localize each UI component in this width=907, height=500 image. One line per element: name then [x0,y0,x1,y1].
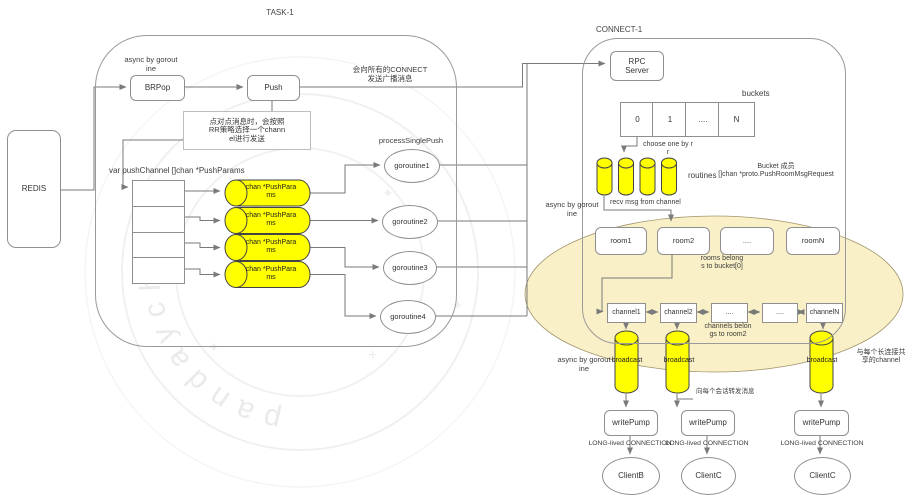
broadcast-label: broadcast [663,357,695,364]
room-box: room2 [657,227,710,255]
bucket-cell: .... [685,102,721,137]
connect-title: CONNECT-1 [596,25,643,34]
channel-label: .... [776,308,784,316]
forward-note: 向每个会话转发消息 [696,388,755,395]
task-container [95,35,457,347]
rooms-belong-note: rooms belong s to bucket[0] [700,255,744,271]
array-divider [133,257,184,258]
broadcast-label: broadcast [806,357,838,364]
svg-text:+: + [368,347,377,364]
routines-label: routines [688,171,717,180]
bucket-cell-label: 0 [635,114,640,124]
client-label: ClientC [695,471,722,481]
goroutine-label: goroutine4 [390,311,426,321]
bucket-cell-label: 1 [667,114,673,124]
channel-label: channel1 [612,308,641,316]
goroutine-ellipse: goroutine2 [382,205,438,239]
room-label: room2 [672,235,695,245]
connect-async-note-bottom: async by gorout ine [557,355,611,373]
brpop-label: BRPop [144,83,171,93]
room-label: .... [742,235,752,245]
writepump-box: writePump [604,410,658,436]
connect-container [582,38,846,344]
broadcast-to-all-note: 会向所有的CONNECT 发送广播消息 [352,65,428,83]
long-lived-label: LONG-lived CONNECTION [665,440,749,447]
channel-box: channel1 [607,303,646,323]
bucket-cell: N [718,102,755,137]
bucket-cell-label: N [733,114,740,124]
goroutine-label: goroutine3 [392,262,428,272]
goroutine-ellipse: goroutine4 [380,300,436,334]
room-box: room1 [595,227,647,255]
goroutine-label: goroutine2 [392,216,428,226]
writepump-label: writePump [802,418,841,428]
goroutine-ellipse: goroutine3 [383,251,437,285]
goroutine-label: goroutine1 [394,160,430,170]
client-ellipse: ClientB [602,457,660,495]
task-title: TASK-1 [266,8,294,17]
routine-cylinders [596,157,677,196]
writepump-label: writePump [612,418,650,428]
broadcast-label: broadcast [611,357,643,364]
channel-box: channel2 [660,303,697,323]
long-lived-label: LONG-lived CONNECTION [588,440,672,447]
writepump-box: writePump [794,410,849,436]
bucket-cell: 0 [620,102,655,137]
connect-async-note-top: async by gorout ine [545,200,599,218]
room-box: .... [720,227,774,255]
p2p-note: 点对点消息时，会按照 RR策略选择一个chann el进行发送 [208,116,286,143]
push-box: Push [247,75,300,101]
push-channel-array [132,180,185,284]
chan-cylinder-label: chan *PushPara ms [245,239,297,255]
channel-label: channel2 [664,308,693,316]
push-channel-decl: var pushChannel []chan *PushParams [109,166,245,175]
svg-text:✦: ✦ [208,339,220,355]
goroutine-ellipse: goroutine1 [384,149,440,183]
buckets-label: buckets [742,89,770,98]
room-label: roomN [801,235,825,245]
chan-cylinders [224,179,311,288]
channel-label: .... [725,308,734,316]
shared-channel-note: 与每个长连接共 享的channel [856,349,906,365]
recv-note: recv msg from channel [610,199,681,206]
client-label: ClientB [618,471,644,481]
writepump-box: writePump [681,410,735,436]
task-async-note: async by gorout ine [124,55,178,73]
room-box: roomN [786,227,840,255]
rpc-server-label: RPC Server [625,56,649,75]
redis-box: REDIS [7,130,61,248]
bucket-cell-label: .... [698,114,708,124]
writepump-label: writePump [689,418,727,428]
channel-label: channelN [809,308,840,316]
choose-note: choose one by r r [643,141,693,157]
client-label: ClientC [809,471,836,481]
array-divider [133,206,184,207]
channel-box: .... [711,303,748,323]
redis-label: REDIS [21,184,47,194]
channel-box: .... [762,303,798,323]
p2p-note-box: 点对点消息时，会按照 RR策略选择一个chann el进行发送 [183,111,311,150]
chan-cylinder-label: chan *PushPara ms [245,212,297,228]
chan-cylinder-label: chan *PushPara ms [245,266,297,282]
bucket-member-note: Bucket 成员 []chan *proto.PushRoomMsgReque… [718,163,834,179]
push-label: Push [264,83,283,93]
client-ellipse: ClientC [794,457,851,495]
long-lived-label: LONG-lived CONNECTION [780,440,864,447]
array-divider [133,232,184,233]
bucket-cell: 1 [652,102,688,137]
room-label: room1 [610,235,632,245]
process-single-push-label: processSinglePush [378,136,444,145]
channel-box: channelN [806,303,843,323]
rpc-server-box: RPC Server [610,51,664,81]
channels-belong-note: channels belon gs to room2 [704,323,752,339]
svg-text:✦: ✦ [382,185,394,201]
brpop-box: BRPop [130,75,185,101]
client-ellipse: ClientC [681,457,736,495]
chan-cylinder-label: chan *PushPara ms [245,184,297,200]
